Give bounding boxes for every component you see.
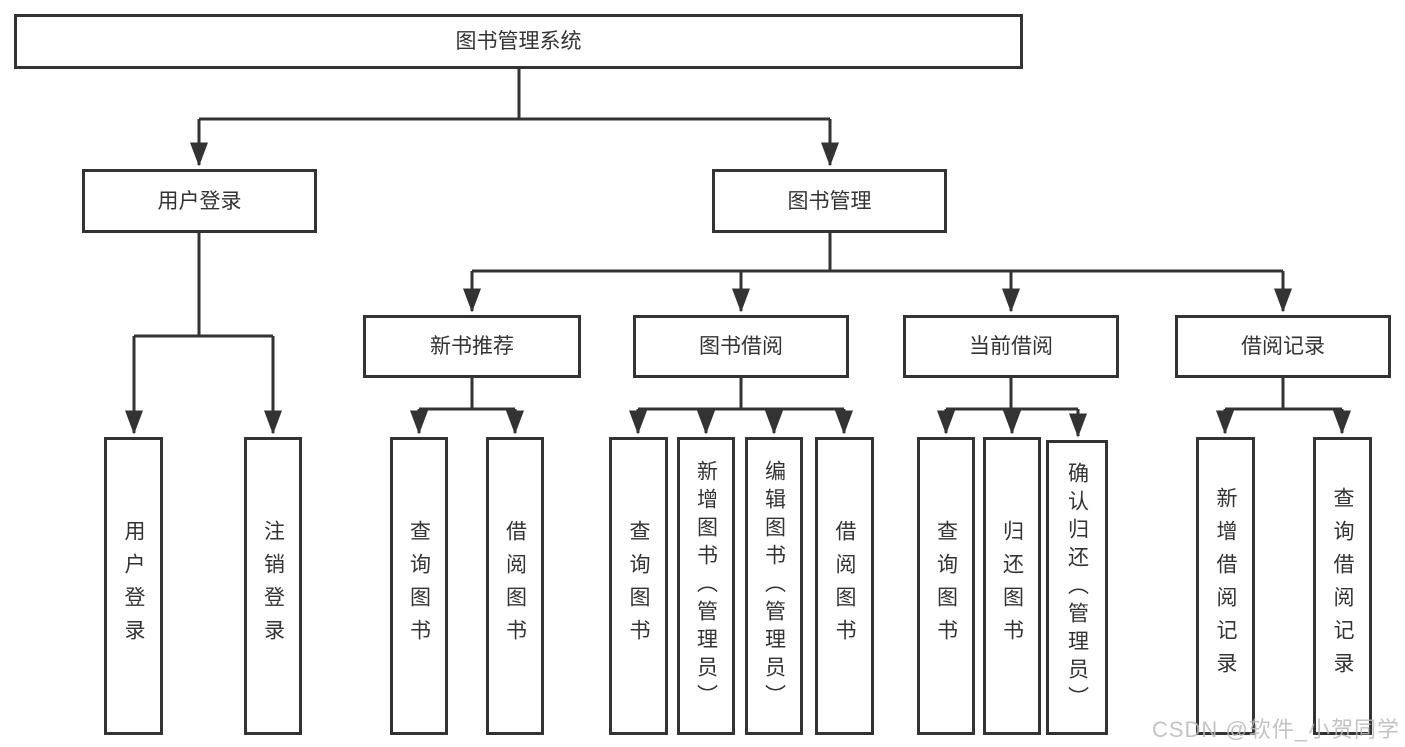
leaf-recommend-borrow-books: 借阅图书: [486, 437, 544, 735]
leaf-current-query-books: 查询图书: [917, 437, 975, 735]
node-current-borrowing: 当前借阅: [903, 315, 1119, 378]
leaf-borrow-borrow-books: 借阅图书: [815, 437, 874, 735]
leaf-current-confirm-return-admin: 确认归还（管理员）: [1046, 440, 1108, 735]
leaf-records-add-record: 新增借阅记录: [1196, 437, 1255, 735]
leaf-borrow-edit-books-admin: 编辑图书（管理员）: [745, 437, 803, 735]
node-book-management: 图书管理: [712, 169, 947, 233]
leaf-user-login: 用户登录: [104, 437, 163, 735]
node-new-book-recommendation: 新书推荐: [363, 315, 581, 378]
node-user-login-group: 用户登录: [82, 169, 317, 233]
leaf-current-return-books: 归还图书: [983, 437, 1041, 735]
leaf-borrow-add-books-admin: 新增图书（管理员）: [677, 437, 735, 735]
leaf-records-query-record: 查询借阅记录: [1313, 437, 1372, 735]
node-library-system: 图书管理系统: [14, 14, 1023, 69]
leaf-borrow-query-books: 查询图书: [609, 437, 668, 735]
leaf-recommend-query-books: 查询图书: [390, 437, 448, 735]
node-book-borrowing: 图书借阅: [633, 315, 849, 378]
leaf-logout: 注销登录: [244, 437, 302, 735]
node-borrowing-records: 借阅记录: [1175, 315, 1391, 378]
csdn-watermark: CSDN @软件_小贺同学: [1151, 717, 1400, 742]
